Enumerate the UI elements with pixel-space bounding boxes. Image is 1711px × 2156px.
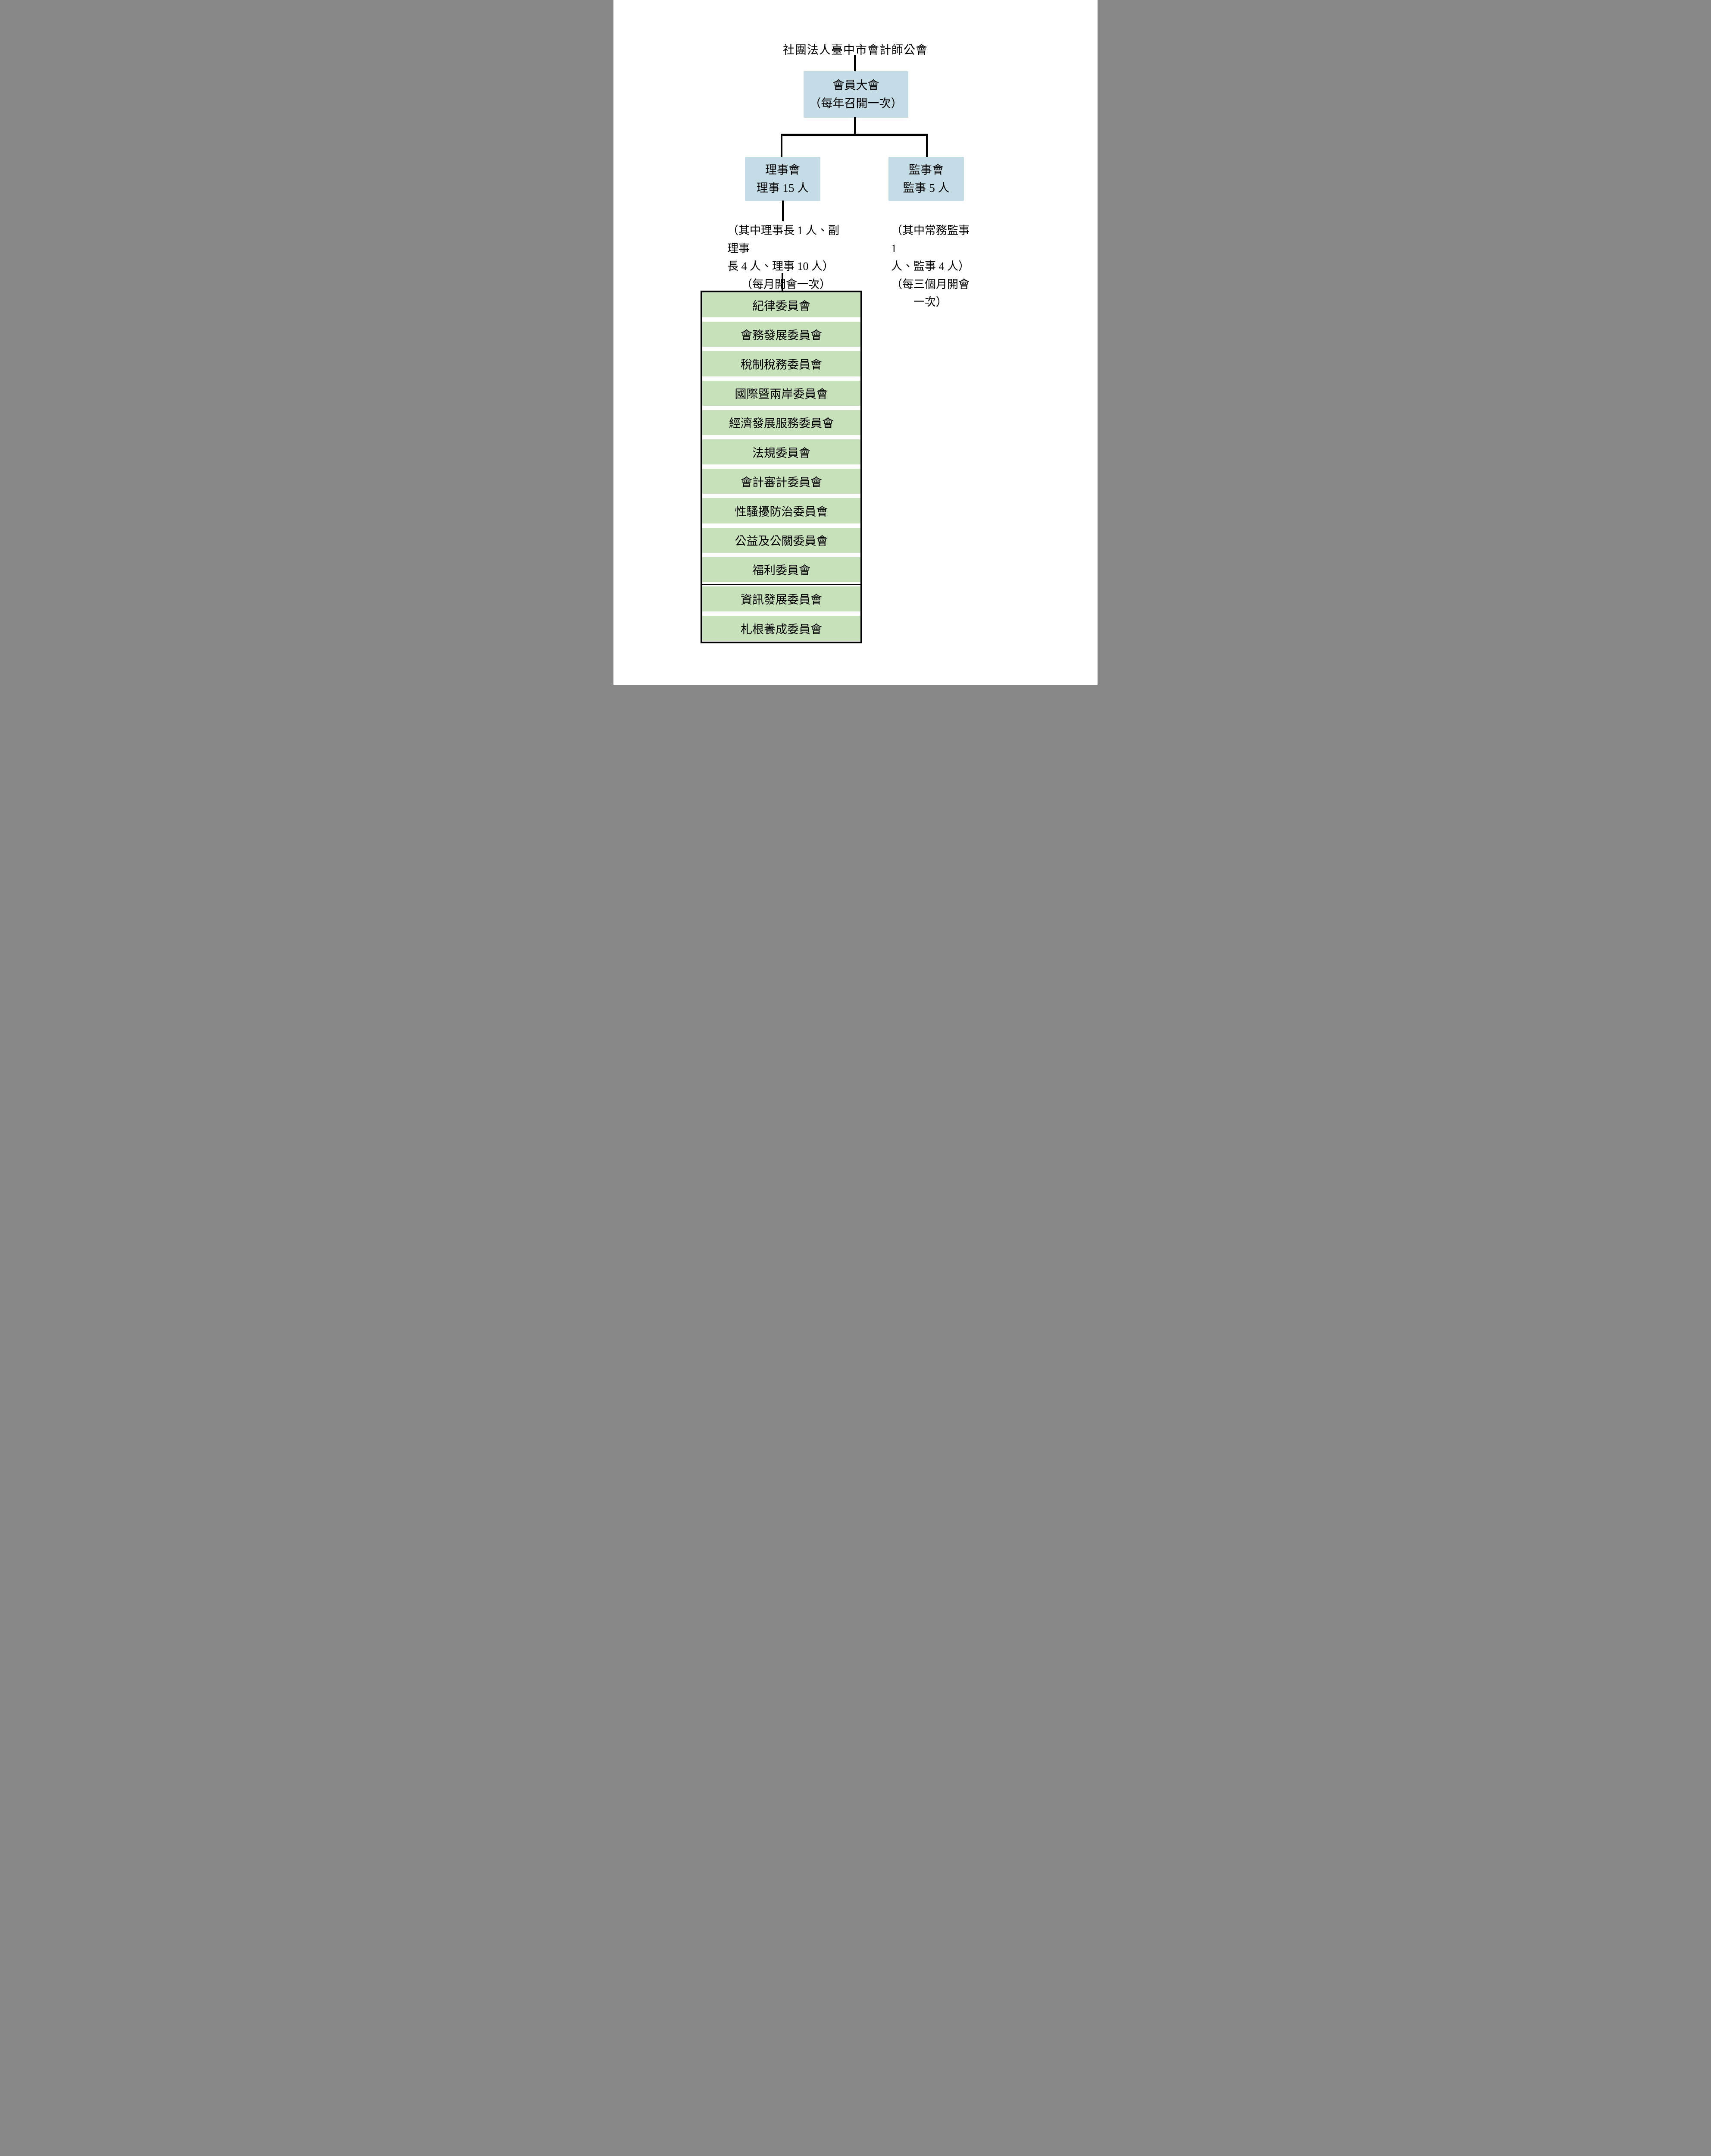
committee-row: 性騷擾防治委員會: [702, 498, 860, 523]
connector-to-supervisors-line: [926, 135, 928, 157]
committee-row: 札根養成委員會: [702, 615, 860, 641]
connector-assembly-down-line: [854, 117, 856, 134]
committee-row: 法規委員會: [702, 439, 860, 465]
connector-note-to-committees-line: [782, 273, 783, 291]
board-note: （其中理事長 1 人、副理事 長 4 人、理事 10 人） （每月開會一次）: [727, 222, 845, 293]
board-name: 理事會: [765, 163, 800, 176]
document-page: 社團法人臺中市會計師公會 會員大會 （每年召開一次） 理事會 理事 15 人 監…: [613, 0, 1098, 685]
connector-board-to-note-line: [782, 201, 784, 221]
committee-row: 資訊發展委員會: [702, 586, 860, 612]
connector-to-board-line: [781, 135, 782, 157]
committee-row: 稅制稅務委員會: [702, 351, 860, 376]
committee-row: 國際暨兩岸委員會: [702, 380, 860, 406]
general-assembly-frequency: （每年召開一次）: [809, 97, 903, 110]
board-note-line1: （其中理事長 1 人、副理事: [727, 224, 840, 255]
supervisors-name: 監事會: [909, 163, 944, 176]
committee-row: 福利委員會: [702, 557, 860, 582]
section-divider-line: [702, 583, 860, 585]
supervisors-note-line2: 人、監事 4 人）: [891, 260, 970, 273]
committee-row: 公益及公關委員會: [702, 527, 860, 553]
supervisors-note: （其中常務監事 1 人、監事 4 人） （每三個月開會一次）: [888, 222, 973, 311]
connector-title-to-assembly-line: [854, 55, 856, 72]
committee-row: 會務發展委員會: [702, 322, 860, 347]
board-members-count: 理事 15 人: [756, 182, 809, 194]
general-assembly-name: 會員大會: [832, 79, 879, 92]
board-of-supervisors-box: 監事會 監事 5 人: [888, 157, 964, 201]
supervisors-note-line1: （其中常務監事 1: [891, 224, 970, 255]
committee-list: 紀律委員會會務發展委員會稅制稅務委員會國際暨兩岸委員會經濟發展服務委員會法規委員…: [701, 291, 862, 643]
committee-row: 經濟發展服務委員會: [702, 410, 860, 436]
board-of-directors-box: 理事會 理事 15 人: [745, 157, 820, 201]
general-assembly-box: 會員大會 （每年召開一次）: [804, 71, 908, 118]
page-title: 社團法人臺中市會計師公會: [783, 44, 928, 56]
committee-row: 會計審計委員會: [702, 469, 860, 494]
committee-row: 紀律委員會: [702, 292, 860, 318]
connector-horizontal-bar: [781, 134, 928, 136]
board-note-frequency: （每月開會一次）: [741, 278, 831, 291]
supervisors-note-frequency: （每三個月開會一次）: [891, 278, 970, 309]
supervisors-members-count: 監事 5 人: [903, 182, 950, 194]
board-note-line2: 長 4 人、理事 10 人）: [727, 260, 834, 273]
